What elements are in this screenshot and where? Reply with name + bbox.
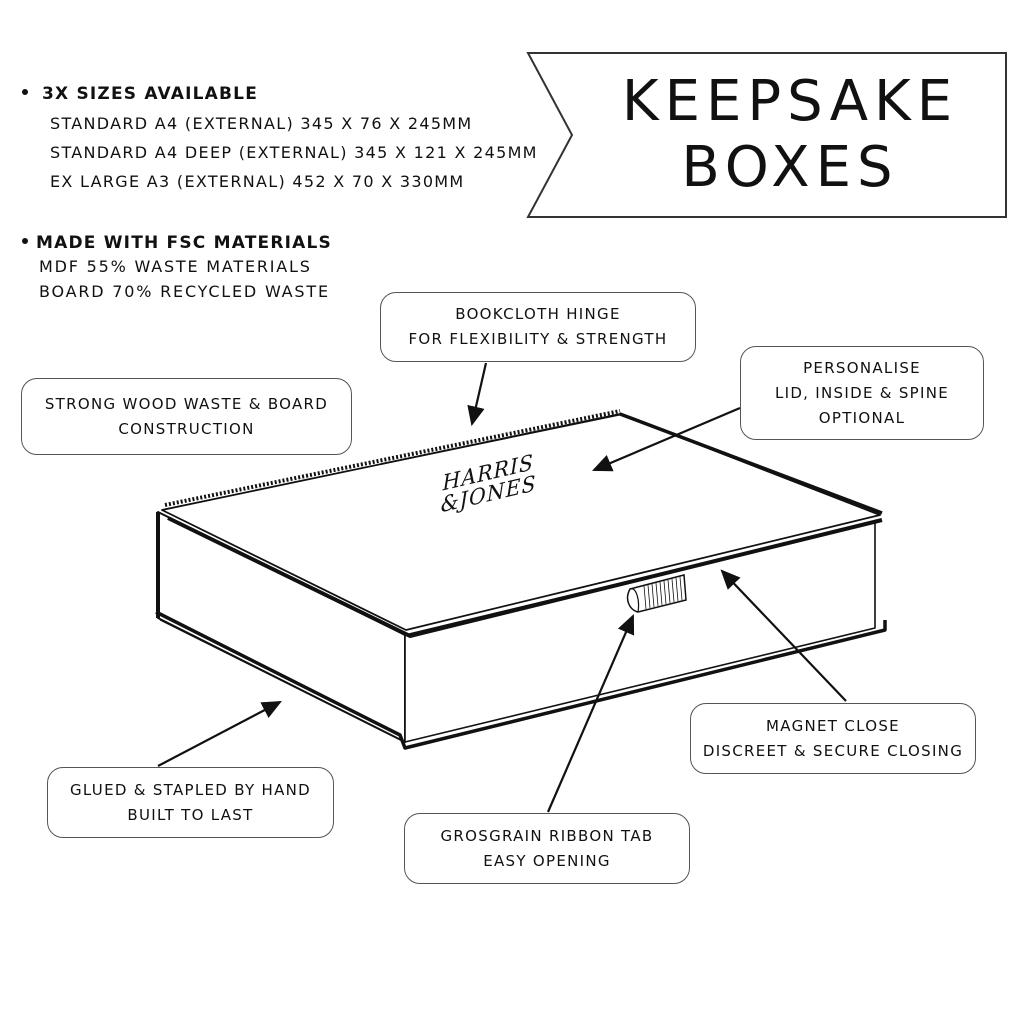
callout-magnet-close: MAGNET CLOSE DISCREET & SECURE CLOSING xyxy=(690,703,976,774)
callout-line: MAGNET CLOSE xyxy=(766,716,900,735)
callout-line: STRONG WOOD WASTE & BOARD xyxy=(44,394,329,413)
sizes-section: 3X SIZES AVAILABLE STANDARD A4 (EXTERNAL… xyxy=(22,84,538,196)
sizes-heading-text: 3X SIZES AVAILABLE xyxy=(42,84,259,104)
callout-line: LID, INSIDE & SPINE xyxy=(774,383,950,402)
callout-line: BUILT TO LAST xyxy=(127,805,254,824)
material-item: MDF 55% WASTE MATERIALS xyxy=(39,257,312,276)
materials-heading-text: MADE WITH FSC MATERIALS xyxy=(36,233,332,253)
material-item: BOARD 70% RECYCLED WASTE xyxy=(39,282,330,301)
callout-personalise: PERSONALISE LID, INSIDE & SPINE OPTIONAL xyxy=(740,346,984,440)
brand-logo: HARRIS &JONES xyxy=(431,449,542,519)
title-line-1: KEEPSAKE xyxy=(621,69,959,134)
materials-section: MADE WITH FSC MATERIALS MDF 55% WASTE MA… xyxy=(22,233,332,304)
sizes-list: STANDARD A4 (EXTERNAL) 345 X 76 X 245MM … xyxy=(22,109,538,196)
callout-ribbon-tab: GROSGRAIN RIBBON TAB EASY OPENING xyxy=(404,813,690,884)
title-banner: KEEPSAKE BOXES xyxy=(580,69,1000,201)
bullet-icon xyxy=(22,238,28,244)
materials-list: MDF 55% WASTE MATERIALS BOARD 70% RECYCL… xyxy=(22,254,332,304)
callout-glued-stapled: GLUED & STAPLED BY HAND BUILT TO LAST xyxy=(47,767,334,838)
sizes-heading: 3X SIZES AVAILABLE xyxy=(22,84,538,104)
callout-line: GROSGRAIN RIBBON TAB xyxy=(440,826,654,845)
title-line-2: BOXES xyxy=(681,135,899,200)
size-item: STANDARD A4 DEEP (EXTERNAL) 345 X 121 X … xyxy=(50,143,538,162)
callout-line: FOR FLEXIBILITY & STRENGTH xyxy=(408,330,668,348)
callout-line: DISCREET & SECURE CLOSING xyxy=(702,741,964,760)
callout-line: BOOKCLOTH HINGE xyxy=(455,305,621,323)
callout-line: PERSONALISE xyxy=(803,358,921,377)
materials-heading: MADE WITH FSC MATERIALS xyxy=(22,233,332,253)
ribbon-tab xyxy=(626,574,687,613)
callout-line: EASY OPENING xyxy=(483,851,611,870)
size-item: EX LARGE A3 (EXTERNAL) 452 X 70 X 330MM xyxy=(50,172,465,191)
callout-construction: STRONG WOOD WASTE & BOARD CONSTRUCTION xyxy=(21,378,352,455)
callout-line: CONSTRUCTION xyxy=(118,419,255,438)
bullet-icon xyxy=(22,89,28,95)
callout-bookcloth-hinge: BOOKCLOTH HINGE FOR FLEXIBILITY & STRENG… xyxy=(380,292,696,362)
callout-line: GLUED & STAPLED BY HAND xyxy=(69,780,312,799)
callout-line: OPTIONAL xyxy=(818,408,906,427)
size-item: STANDARD A4 (EXTERNAL) 345 X 76 X 245MM xyxy=(50,114,473,133)
